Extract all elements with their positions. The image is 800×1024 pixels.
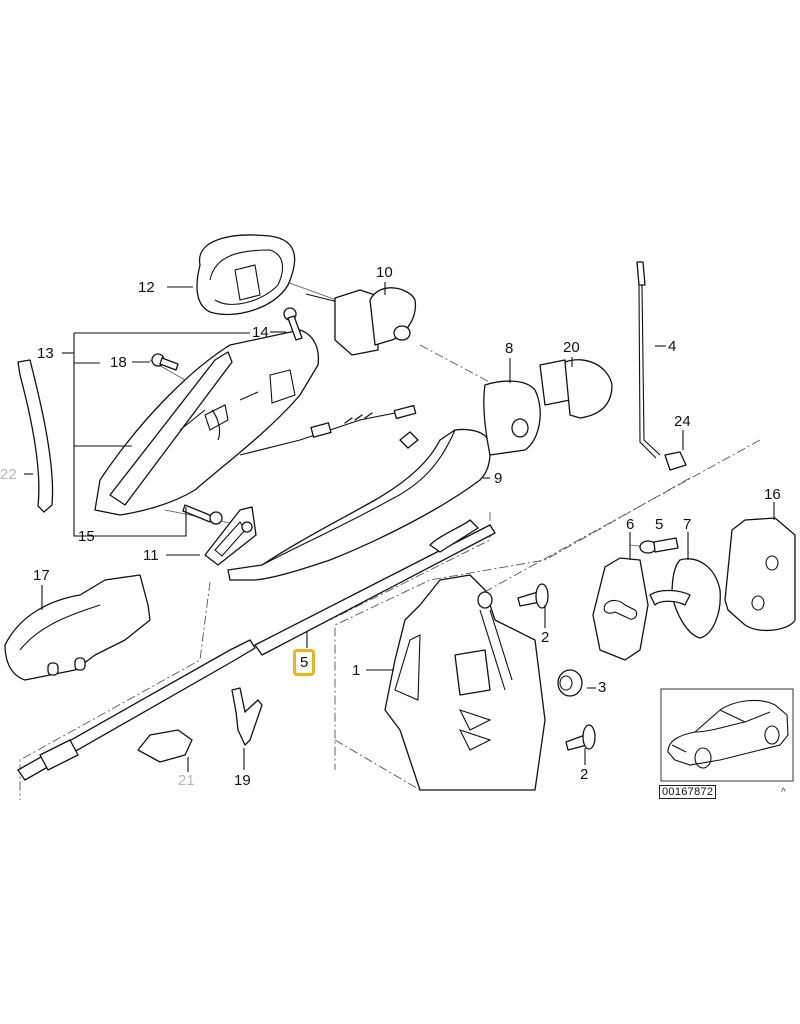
callout-9[interactable]: 8 [505, 340, 514, 357]
callout-24[interactable]: 24 [674, 413, 691, 430]
callout-14[interactable]: 13 [37, 345, 54, 362]
part-3-grommet [557, 669, 583, 697]
callout-3[interactable]: 3 [598, 679, 607, 696]
callout-19[interactable]: 18 [110, 354, 127, 371]
part-8-striker [649, 558, 721, 639]
callout-17[interactable]: 16 [764, 486, 781, 503]
part-16-screw [182, 504, 223, 525]
part-2-screw-upper [517, 583, 549, 609]
callout-16[interactable]: 15 [78, 528, 95, 545]
part-17-panel [724, 517, 796, 632]
callout-8[interactable]: 7 [683, 516, 692, 533]
part-10-outer-handle [227, 428, 491, 581]
leader-lines [24, 282, 775, 772]
callout-18[interactable]: 17 [33, 567, 50, 584]
part-4-rod [636, 261, 661, 459]
part-11-lock-cylinder [305, 287, 417, 356]
callout-4[interactable]: 4 [668, 338, 677, 355]
part-5-cable [17, 519, 496, 781]
part-7-striker-cover [592, 557, 649, 661]
part-15-screw [283, 307, 303, 341]
caret-icon: ^ [781, 787, 786, 798]
part-20-bracket [231, 687, 263, 746]
callout-10[interactable]: 9 [494, 470, 503, 487]
callout-12[interactable]: 11 [143, 547, 159, 564]
part-6-screw [639, 537, 679, 554]
callout-13[interactable]: 12 [138, 279, 155, 296]
callout-7[interactable]: 6 [626, 516, 635, 533]
part-23-seal-strip [17, 359, 54, 513]
callout-22[interactable]: 21 [178, 772, 195, 789]
part-19-screw [151, 353, 179, 371]
callout-15[interactable]: 14 [252, 324, 269, 341]
callout-6[interactable]: 5 [655, 516, 664, 533]
callout-5-highlighted[interactable]: 5 [293, 649, 316, 676]
part-2-screw-lower [565, 724, 596, 751]
part-21-cap [539, 359, 613, 419]
callout-2-upper[interactable]: 2 [541, 629, 550, 646]
part-13-gasket [196, 234, 296, 316]
vehicle-thumbnail [660, 688, 794, 782]
callout-20[interactable]: 19 [234, 772, 251, 789]
callout-11[interactable]: 10 [376, 264, 393, 281]
part-24-switch [664, 451, 687, 471]
part-9-cap [483, 380, 541, 456]
part-1-lock [384, 574, 546, 791]
callout-23[interactable]: 22 [0, 466, 17, 483]
callout-1[interactable]: 1 [352, 662, 361, 679]
release-cable [239, 404, 417, 456]
part-14-carrier [94, 329, 320, 516]
part-22-clip [137, 729, 193, 763]
part-12-gasket [204, 506, 257, 566]
diagram-reference-number: 00167872 [659, 785, 717, 799]
part-18-housing [4, 574, 151, 681]
callout-2-lower[interactable]: 2 [580, 766, 589, 783]
callout-21[interactable]: 20 [563, 339, 580, 356]
